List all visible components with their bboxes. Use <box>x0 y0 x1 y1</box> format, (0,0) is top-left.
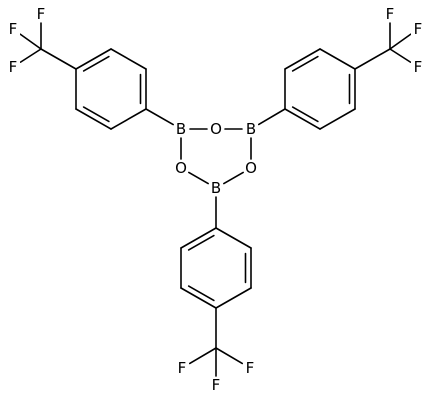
bond-C3-F8 <box>188 347 217 365</box>
bond-b4-C2 <box>354 48 391 70</box>
atom-label-bg-F3 <box>6 59 20 75</box>
atom-label-bg-O1 <box>209 121 223 137</box>
atom-label-F4: F <box>386 5 395 23</box>
atom-label-bg-B2 <box>244 121 258 137</box>
bond-b1-b2-inner <box>291 106 319 123</box>
bond-c6-c1 <box>215 227 252 249</box>
atom-label-F9: F <box>246 359 255 377</box>
atom-label-F6: F <box>414 58 423 76</box>
bond-B2-b1 <box>257 108 286 126</box>
bond-c1-c2 <box>180 227 217 249</box>
atom-label-bg-F8 <box>175 360 189 376</box>
atom-label-bg-F2 <box>6 21 20 37</box>
atom-label-B3: B <box>211 179 221 197</box>
bond-a5-a6 <box>75 108 112 130</box>
bond-O2-B3 <box>223 171 244 185</box>
atom-label-B2: B <box>246 120 256 138</box>
atom-label-bg-F7 <box>209 377 223 393</box>
atom-label-O1: O <box>210 120 222 138</box>
bond-C2-F5 <box>389 33 412 50</box>
bond-a5-a6-inner <box>82 106 110 123</box>
atom-label-bg-O2 <box>244 160 258 176</box>
bond-c1-c2-inner <box>187 234 215 251</box>
bond-c3-c4-inner <box>187 285 215 302</box>
atom-label-bg-F5 <box>411 21 425 37</box>
bond-C3-F9 <box>215 347 244 365</box>
atom-label-B1: B <box>176 120 186 138</box>
atom-label-F3: F <box>9 58 18 76</box>
atom-label-bg-F6 <box>411 59 425 75</box>
atom-label-layer: B O B O B O F F F F F F F F F <box>6 5 425 394</box>
bond-a3-a4 <box>75 48 112 70</box>
bond-a3-a4-inner <box>82 55 110 72</box>
atom-label-bg-B3 <box>209 180 223 196</box>
atom-label-F1: F <box>37 5 46 23</box>
bond-B1-a1 <box>145 108 174 126</box>
bond-a6-a1 <box>110 108 147 130</box>
atom-label-bg-O3 <box>174 160 188 176</box>
bond-c4-c5 <box>215 287 252 309</box>
bond-a4-C1 <box>40 48 77 70</box>
atom-label-F2: F <box>9 20 18 38</box>
bond-b4-b5 <box>319 48 356 70</box>
atom-label-bg-F4 <box>383 6 397 22</box>
bond-C1-F2 <box>19 33 42 50</box>
atom-label-F7: F <box>212 376 221 394</box>
bond-b2-b3 <box>319 108 356 130</box>
bond-C2-F6 <box>389 48 412 63</box>
atom-label-O3: O <box>175 159 187 177</box>
bond-c3-c4 <box>180 287 217 309</box>
atom-label-F5: F <box>414 20 423 38</box>
atom-label-F8: F <box>178 359 187 377</box>
bond-a2-a3 <box>110 48 147 70</box>
atom-label-O2: O <box>245 159 257 177</box>
atom-label-bg-F9 <box>243 360 257 376</box>
bond-B3-O3 <box>188 171 209 185</box>
bond-layer <box>19 22 412 377</box>
atom-label-bg-B1 <box>174 121 188 137</box>
bond-b1-b2 <box>284 108 321 130</box>
bond-b5-b6 <box>284 48 321 70</box>
atom-label-bg-F1 <box>34 6 48 22</box>
bond-b5-b6-inner <box>291 55 319 72</box>
bond-C1-F3 <box>19 48 42 63</box>
